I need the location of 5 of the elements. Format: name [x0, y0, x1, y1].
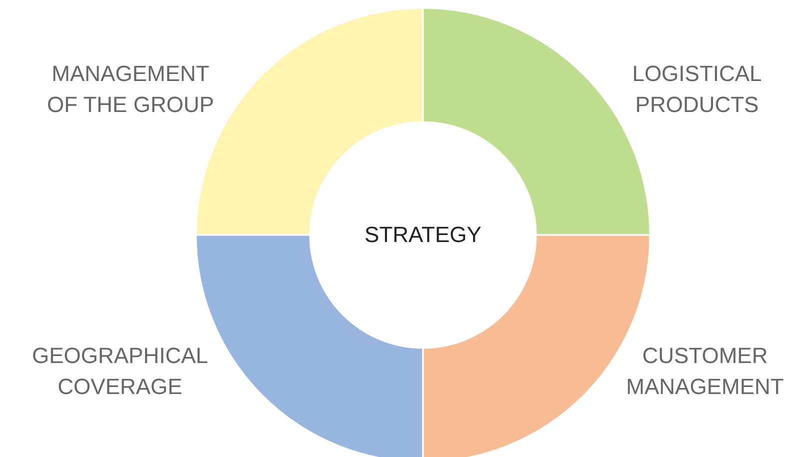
segment-label: MANAGEMENT OF THE GROUP — [46, 60, 216, 119]
center-label: STRATEGY — [364, 221, 482, 249]
segment-label: LOGISTICAL PRODUCTS — [631, 60, 763, 119]
segment-label: GEOGRAPHICAL COVERAGE — [30, 342, 210, 401]
segment-label: CUSTOMER MANAGEMENT — [625, 342, 785, 401]
